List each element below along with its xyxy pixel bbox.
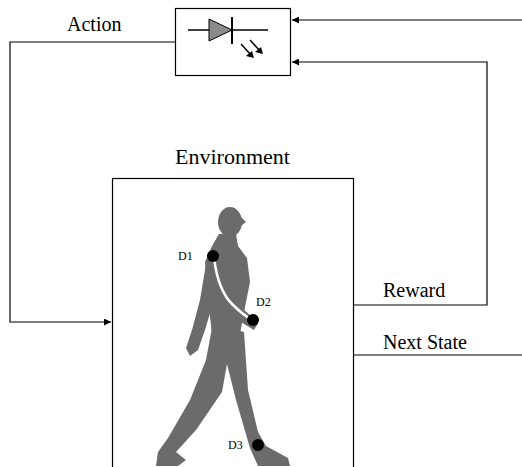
state-input-wire <box>292 19 522 20</box>
environment-box <box>113 179 354 467</box>
signal-label: Action <box>67 13 121 35</box>
sensor-cable <box>214 258 252 320</box>
signal-label: Next State <box>383 331 467 353</box>
next-state-wire <box>353 354 522 355</box>
callout-label: D3 <box>228 439 243 452</box>
human-figure <box>156 207 290 466</box>
environment-node: Environment <box>112 144 353 170</box>
callout-label: D1 <box>178 250 193 263</box>
sensor-dots <box>207 250 264 451</box>
led-symbol <box>188 17 268 58</box>
node-title: Environment <box>112 144 353 170</box>
callout-label: D2 <box>256 296 271 309</box>
agent-box <box>176 9 291 76</box>
signal-label: Reward <box>383 279 445 301</box>
